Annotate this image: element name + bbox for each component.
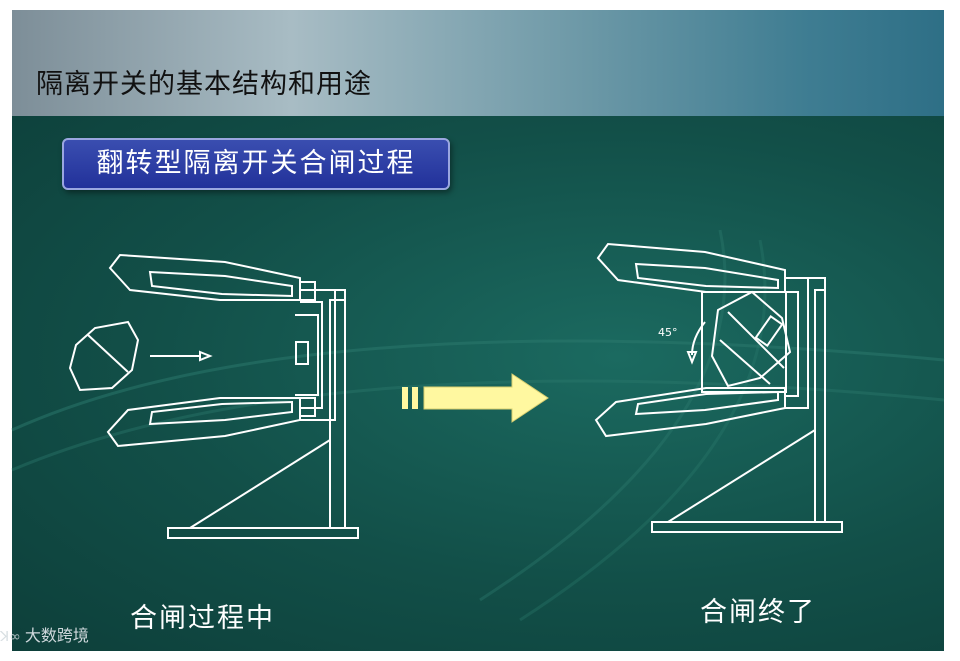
lower-contact-arm <box>594 387 786 438</box>
header-banner: 隔离开关的基本结构和用途 <box>12 10 944 116</box>
page-title: 隔离开关的基本结构和用途 <box>36 69 372 100</box>
blade <box>710 290 792 388</box>
angle-label: 45° <box>658 326 678 339</box>
upper-contact-arm <box>596 242 786 293</box>
slide-body <box>12 116 944 651</box>
watermark-logo: ꓘ∞ <box>0 629 21 645</box>
caption-right: 合闸终了 <box>700 597 816 628</box>
caption-left: 合闸过程中 <box>130 603 275 634</box>
watermark: ꓘ∞大数跨境 <box>0 622 89 646</box>
watermark-text: 大数跨境 <box>24 626 89 645</box>
slide: 隔离开关的基本结构和用途 <box>12 10 944 651</box>
blade <box>68 320 140 392</box>
c-conductor <box>785 277 809 409</box>
subtitle: 翻转型隔离开关合闸过程 <box>96 148 416 179</box>
subtitle-box: 翻转型隔离开关合闸过程 <box>62 138 450 190</box>
